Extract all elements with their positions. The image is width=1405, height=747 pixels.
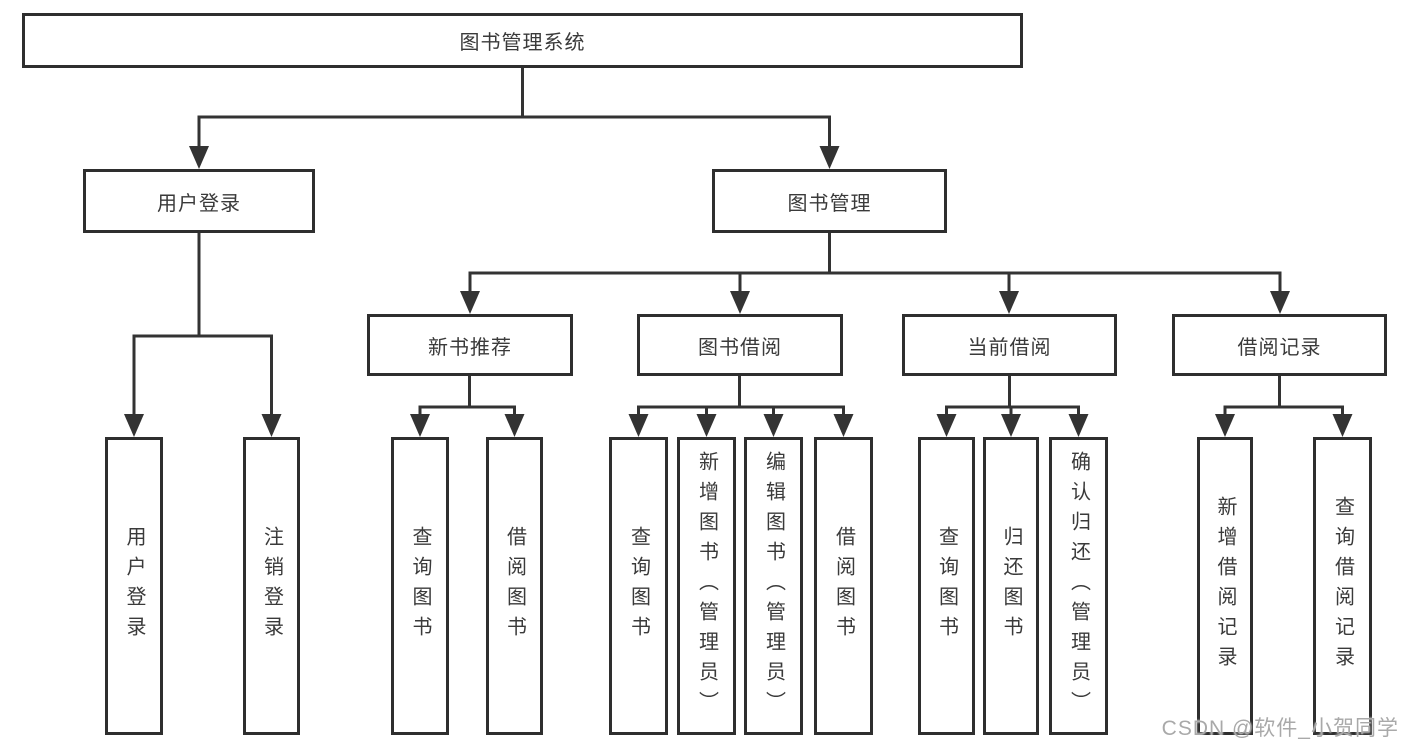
leaf-query-books-recommend: 查询图书: [391, 437, 449, 735]
arrowhead-icon: [819, 146, 840, 169]
leaf-query-books-borrow-label: 查询图书: [627, 526, 650, 646]
node-book-management-label: 图书管理: [787, 192, 872, 215]
leaf-edit-book-admin-label: 编辑图书（管理员）: [762, 451, 785, 721]
leaf-return-book-label: 归还图书: [1000, 526, 1022, 646]
leaf-add-borrow-record: 新增借阅记录: [1197, 437, 1253, 735]
arrowhead-icon: [628, 414, 649, 437]
node-user-login-label: 用户登录: [157, 192, 241, 215]
leaf-confirm-return-admin-label: 确认归还（管理员）: [1067, 451, 1090, 721]
leaf-borrow-books-recommend-label: 借阅图书: [503, 526, 526, 646]
leaf-query-borrow-record: 查询借阅记录: [1313, 437, 1372, 735]
leaf-query-books-current-label: 查询图书: [935, 526, 958, 646]
leaf-logout: 注销登录: [243, 437, 300, 735]
leaf-borrow-books: 借阅图书: [814, 437, 873, 735]
node-borrow-records: 借阅记录: [1172, 314, 1387, 376]
leaf-borrow-books-label: 借阅图书: [832, 526, 855, 646]
arrowhead-icon: [1332, 414, 1353, 437]
leaf-query-books-current: 查询图书: [918, 437, 975, 735]
arrowhead-icon: [833, 414, 854, 437]
node-new-book-recommend-label: 新书推荐: [428, 336, 512, 359]
leaf-user-login-label: 用户登录: [123, 526, 145, 646]
node-current-borrow-label: 当前借阅: [967, 336, 1052, 359]
node-new-book-recommend: 新书推荐: [367, 314, 573, 376]
leaf-add-book-admin-label: 新增图书（管理员）: [695, 451, 718, 721]
arrowhead-icon: [1068, 414, 1089, 437]
node-book-management: 图书管理: [712, 169, 947, 233]
node-book-borrow: 图书借阅: [637, 314, 843, 376]
leaf-confirm-return-admin: 确认归还（管理员）: [1049, 437, 1108, 735]
node-current-borrow: 当前借阅: [902, 314, 1117, 376]
csdn-watermark: CSDN @软件_小贺同学: [1161, 717, 1399, 740]
arrowhead-icon: [261, 414, 282, 437]
leaf-add-book-admin: 新增图书（管理员）: [677, 437, 736, 735]
arrowhead-icon: [1270, 291, 1290, 314]
arrowhead-icon: [936, 414, 957, 437]
arrowhead-icon: [696, 414, 717, 437]
node-book-borrow-label: 图书借阅: [698, 336, 782, 359]
leaf-edit-book-admin: 编辑图书（管理员）: [744, 437, 803, 735]
leaf-return-book: 归还图书: [983, 437, 1039, 735]
leaf-query-borrow-record-label: 查询借阅记录: [1331, 496, 1354, 676]
leaf-logout-label: 注销登录: [260, 526, 283, 646]
arrowhead-icon: [730, 291, 750, 314]
node-library-system-label: 图书管理系统: [459, 32, 586, 54]
arrowhead-icon: [763, 414, 784, 437]
arrowhead-icon: [1215, 414, 1235, 437]
leaf-query-books-recommend-label: 查询图书: [409, 526, 431, 646]
leaf-user-login: 用户登录: [105, 437, 163, 735]
arrowhead-icon: [999, 291, 1019, 314]
leaf-query-books-borrow: 查询图书: [609, 437, 668, 735]
node-borrow-records-label: 借阅记录: [1237, 336, 1322, 359]
arrowhead-icon: [460, 291, 480, 314]
arrowhead-icon: [124, 414, 144, 437]
arrowhead-icon: [189, 146, 209, 169]
arrowhead-icon: [410, 414, 430, 437]
leaf-add-borrow-record-label: 新增借阅记录: [1214, 496, 1236, 676]
node-user-login: 用户登录: [83, 169, 315, 233]
arrowhead-icon: [504, 414, 525, 437]
leaf-borrow-books-recommend: 借阅图书: [486, 437, 543, 735]
node-library-system: 图书管理系统: [22, 13, 1023, 68]
arrowhead-icon: [1001, 414, 1021, 437]
